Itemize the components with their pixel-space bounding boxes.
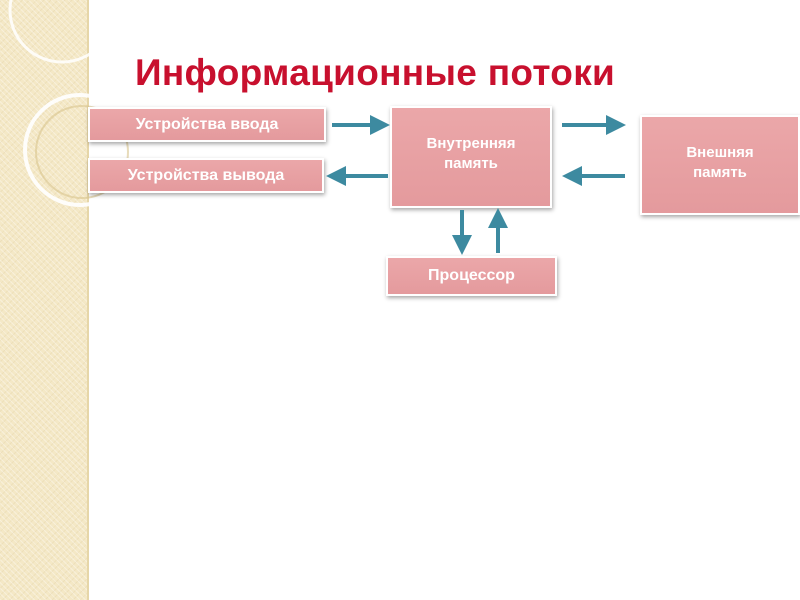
external-memory-box: Внешняя память — [640, 115, 800, 215]
external-memory-label-line2: память — [693, 164, 747, 182]
internal-memory-box: Внутренняя память — [390, 106, 552, 208]
deco-circle-2 — [23, 93, 130, 207]
external-memory-label-line1: Внешняя — [686, 144, 754, 161]
decorative-sidebar — [0, 0, 88, 600]
internal-memory-label-line1: Внутренняя — [426, 135, 516, 152]
decorative-circles — [8, 0, 130, 207]
input-devices-box: Устройства ввода — [88, 107, 326, 142]
deco-circle-3 — [35, 105, 129, 199]
output-devices-box: Устройства вывода — [88, 158, 324, 193]
page-title: Информационные потоки — [135, 52, 616, 93]
deco-circle-1 — [8, 0, 116, 64]
processor-box: Процессор — [386, 256, 557, 296]
sidebar-edge — [87, 0, 89, 600]
internal-memory-label-line2: память — [444, 155, 498, 173]
